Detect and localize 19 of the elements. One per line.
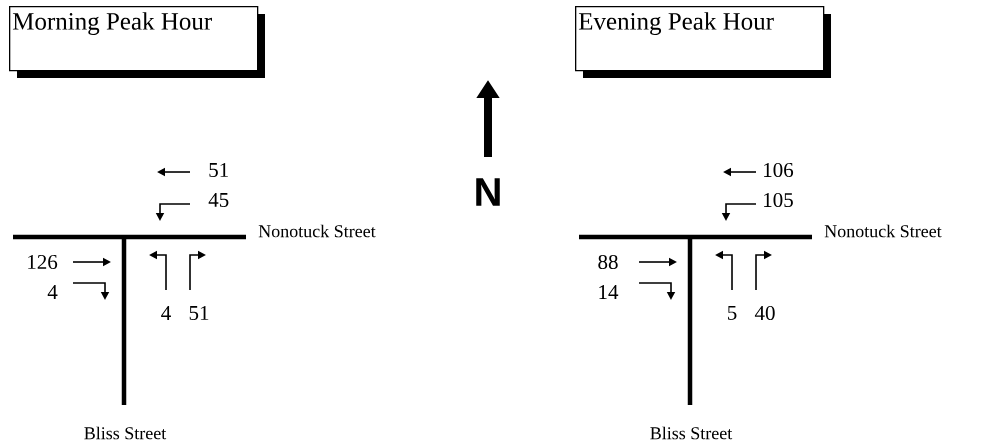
street-name: Bliss Street xyxy=(650,426,733,440)
volume-label: 40 xyxy=(754,305,775,321)
volume-label: 106 xyxy=(764,162,794,178)
street-name: Nonotuck Street xyxy=(258,224,376,238)
title-box: Evening Peak Hour xyxy=(575,6,831,78)
street-name: Nonotuck Street xyxy=(824,224,942,238)
north-letter: N xyxy=(476,178,500,206)
volume-label: 5 xyxy=(728,306,737,320)
street-name: Bliss Street xyxy=(84,426,167,440)
title-box: Morning Peak Hour xyxy=(9,6,265,78)
volume-label: 126 xyxy=(28,254,58,270)
volume-label: 51 xyxy=(209,162,228,178)
volume-label: 45 xyxy=(208,193,229,207)
volume-label: 105 xyxy=(764,192,793,208)
volume-label: 51 xyxy=(189,305,209,321)
volume-label: 4 xyxy=(161,306,171,320)
volume-label: 88 xyxy=(598,254,618,270)
volume-label: 14 xyxy=(599,285,619,299)
volume-label: 4 xyxy=(47,285,58,299)
